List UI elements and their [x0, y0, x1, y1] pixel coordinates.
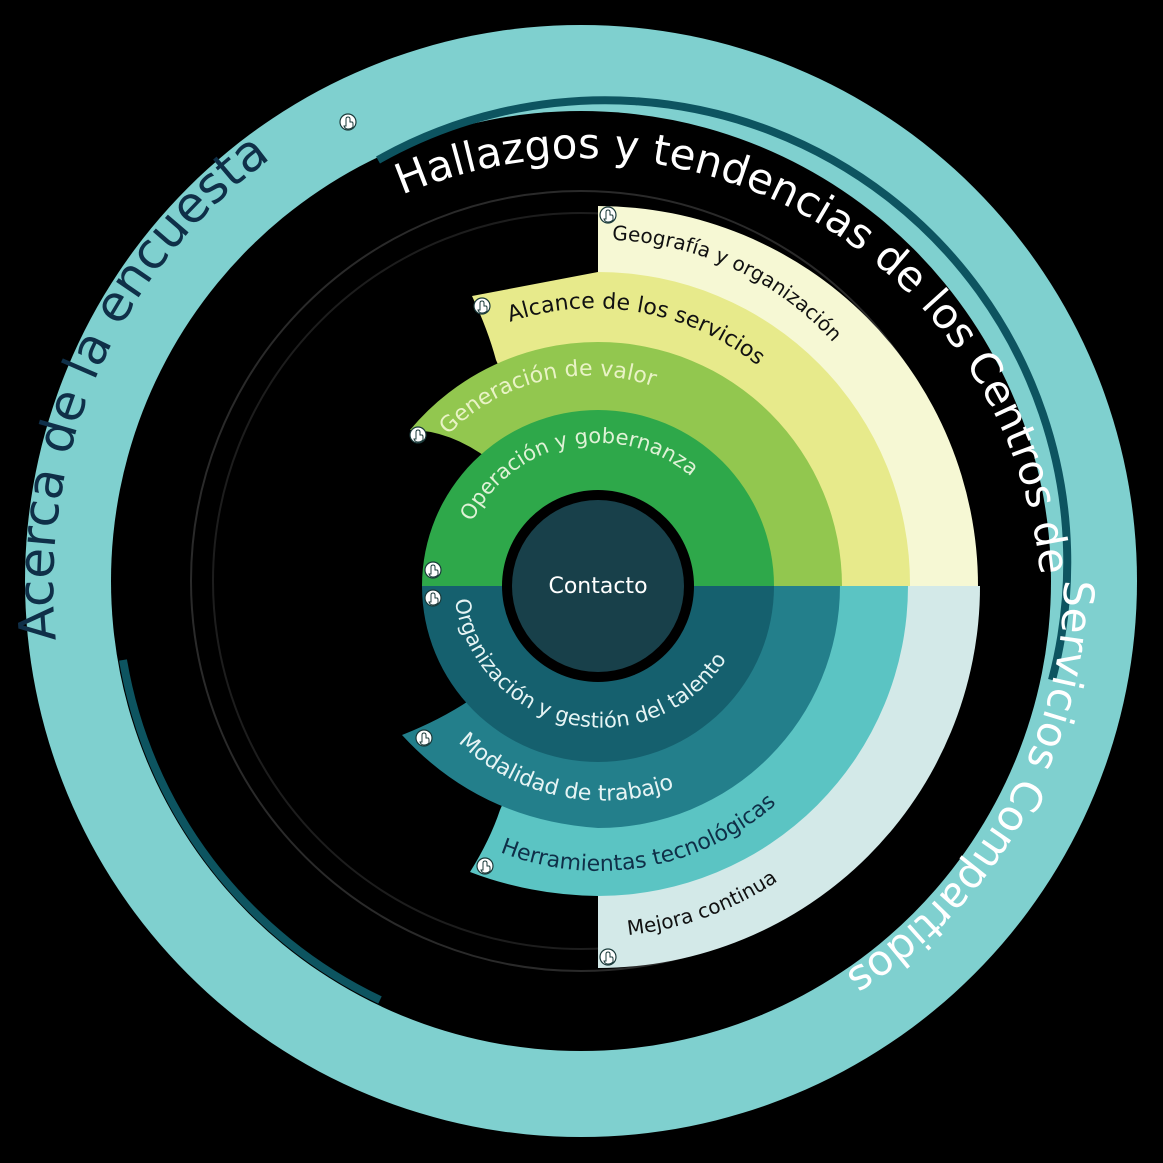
ring-accent-top — [376, 96, 1072, 682]
hand-pointer-icon[interactable] — [473, 297, 491, 315]
hand-pointer-icon[interactable] — [476, 857, 494, 875]
hand-pointer-icon[interactable] — [424, 589, 442, 607]
hand-pointer-icon[interactable] — [415, 729, 433, 747]
contact-label: Contacto — [548, 574, 647, 599]
hand-pointer-icon[interactable] — [599, 948, 617, 966]
hand-pointer-icon[interactable] — [339, 113, 357, 131]
hand-pointer-icon[interactable] — [599, 206, 617, 224]
hand-pointer-icon[interactable] — [424, 561, 442, 579]
ring-accent-left — [119, 659, 382, 1004]
contact-button[interactable] — [512, 500, 684, 672]
hand-pointer-icon[interactable] — [409, 426, 427, 444]
